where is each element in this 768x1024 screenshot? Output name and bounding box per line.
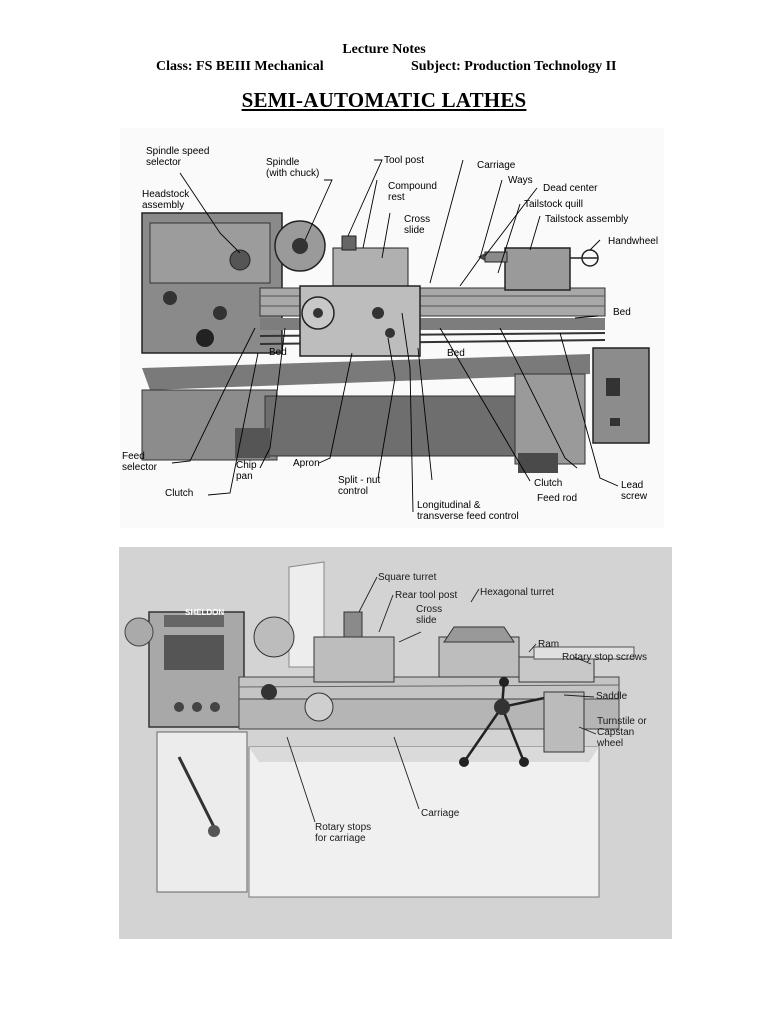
engine-lathe-figure: Spindle speed selector Spindle (with chu… <box>120 128 664 528</box>
tool-post-label: Tool post <box>384 155 425 166</box>
split-nut-control-label: Split - nut control <box>338 475 381 497</box>
ram-label: Ram <box>538 639 560 650</box>
ways-label: Ways <box>508 175 533 186</box>
engine-lathe-drawing <box>141 159 650 513</box>
headstock-assembly-label: Headstock assembly <box>142 189 190 211</box>
saddle-label: Saddle <box>596 691 628 702</box>
turret-lathe-drawing <box>119 547 672 939</box>
carriage-label-2: Carriage <box>421 808 460 819</box>
carriage-label: Carriage <box>477 160 516 171</box>
spindle-speed-selector-label: Spindle speed selector <box>146 146 210 168</box>
handwheel-label: Handwheel <box>608 236 659 247</box>
feed-rod-label: Feed rod <box>537 493 578 504</box>
dead-center-label: Dead center <box>543 183 598 194</box>
apron-label: Apron <box>293 458 320 469</box>
clutch-left-label: Clutch <box>165 488 194 499</box>
bed-left-label: Bed <box>269 347 287 358</box>
clutch-center-label: Clutch <box>534 478 563 489</box>
cross-slide-label-2: Cross slide <box>416 604 443 626</box>
lead-screw-label: Lead screw <box>621 480 648 502</box>
tailstock-assembly-label: Tailstock assembly <box>545 214 629 225</box>
bed-right-label: Bed <box>613 307 631 318</box>
class-label: Class: FS BEIII Mechanical <box>156 59 324 74</box>
compound-rest-label: Compound rest <box>388 181 437 203</box>
cross-slide-label: Cross slide <box>404 214 431 236</box>
square-turret-label: Square turret <box>378 572 437 583</box>
spindle-label: Spindle (with chuck) <box>266 157 320 179</box>
turnstile-capstan-label: Turnstile or Capstan wheel <box>597 716 647 749</box>
rotary-stop-screws-label: Rotary stop screws <box>562 652 648 663</box>
feed-selector-label: Feed selector <box>122 451 158 473</box>
chip-pan-label: Chip pan <box>236 460 257 482</box>
subject-label: Subject: Production Technology II <box>411 59 617 74</box>
nameplate-label: SHELDON <box>185 608 225 617</box>
lecture-notes-heading: Lecture Notes <box>342 42 426 57</box>
page-title: SEMI-AUTOMATIC LATHES <box>241 88 527 112</box>
tailstock-quill-label: Tailstock quill <box>524 199 583 210</box>
rear-tool-post-label: Rear tool post <box>395 590 458 601</box>
rotary-stops-carriage-label: Rotary stops for carriage <box>315 822 372 844</box>
feed-control-label: Longitudinal & transverse feed control <box>417 500 519 522</box>
bed-center-label: Bed <box>447 348 465 359</box>
turret-lathe-figure: SHELDON Square turret Rear tool post Hex… <box>119 547 672 939</box>
hexagonal-turret-label: Hexagonal turret <box>480 587 554 598</box>
